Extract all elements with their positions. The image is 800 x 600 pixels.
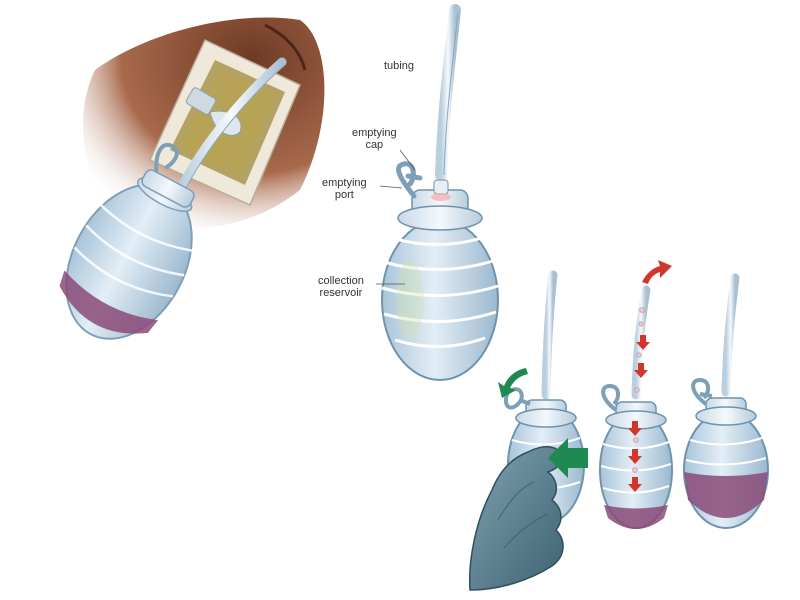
squeeze-arrow-green [548,438,588,478]
gloved-hand [468,446,564,591]
emptying-port-label-line1: emptying [322,177,367,189]
emptying-port-label-line2: port [334,189,354,201]
drain-bulb-attached [59,57,287,340]
drain-bulb-full [683,273,769,529]
cap-open-arrow-green [498,368,528,398]
drain-bulb-filling [599,285,673,529]
emptying-cap-label-line2: cap [365,139,384,151]
collection-reservoir-label: collection reservoir [318,275,364,299]
tubing-label: tubing [384,60,414,72]
emptying-cap-label: emptying cap [352,127,397,151]
fluid-droplets [632,307,645,473]
label-leader-lines [376,149,416,285]
emptying-cap-label-line1: emptying [352,127,397,139]
drain-bulb-labeled [381,4,499,381]
emptying-port-label: emptying port [322,177,367,201]
collection-reservoir-label-line1: collection [318,275,364,287]
flow-arrows-red [628,335,650,492]
collection-reservoir-label-line2: reservoir [319,287,363,299]
flow-arrow-curved-red [642,260,672,284]
